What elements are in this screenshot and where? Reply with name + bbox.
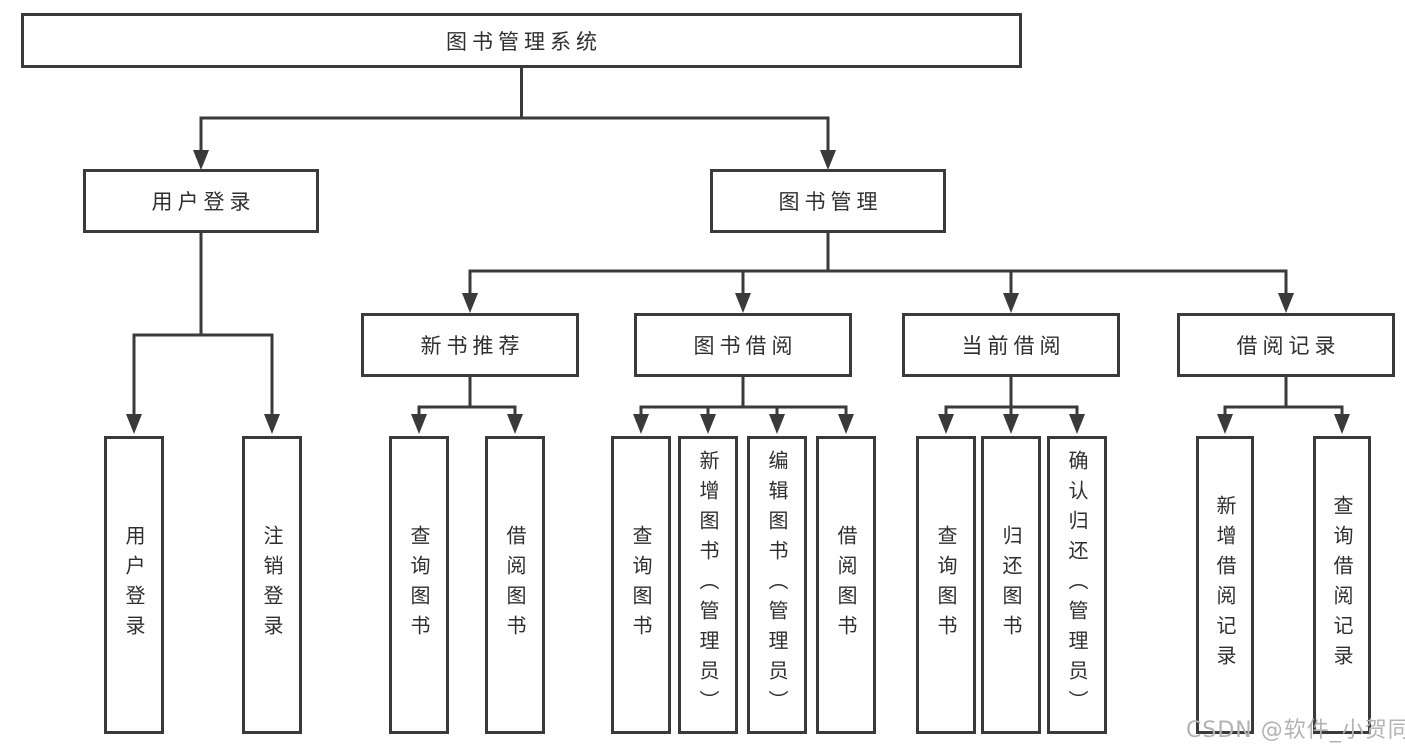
node-library-system: 图书管理系统 bbox=[21, 13, 1022, 68]
arrow-down-icon bbox=[1069, 414, 1085, 434]
leaf-borrow-books-recommend: 借阅图书 bbox=[485, 436, 545, 734]
node-book-management-label: 图书管理 bbox=[778, 190, 883, 214]
node-user-login-label: 用户登录 bbox=[151, 190, 256, 214]
arrow-down-icon bbox=[1003, 414, 1019, 434]
leaf-query-books-current: 查询图书 bbox=[916, 436, 976, 734]
arrow-down-icon bbox=[769, 414, 785, 434]
arrow-down-icon bbox=[938, 414, 954, 434]
node-borrowing-records: 借阅记录 bbox=[1177, 313, 1395, 377]
leaf-query-books-borrowing: 查询图书 bbox=[611, 436, 671, 734]
leaf-add-borrow-record-label: 新增借阅记录 bbox=[1213, 495, 1237, 675]
arrow-down-icon bbox=[735, 293, 751, 313]
node-book-borrowing: 图书借阅 bbox=[634, 313, 852, 377]
node-new-book-recommendation: 新书推荐 bbox=[361, 313, 579, 377]
leaf-add-books-admin: 新增图书（管理员） bbox=[678, 436, 738, 734]
node-book-borrowing-label: 图书借阅 bbox=[693, 334, 798, 358]
arrow-down-icon bbox=[462, 293, 478, 313]
node-current-borrowing: 当前借阅 bbox=[902, 313, 1120, 377]
leaf-return-books: 归还图书 bbox=[981, 436, 1041, 734]
leaf-logout-login-label: 注销登录 bbox=[260, 525, 284, 645]
node-current-borrowing-label: 当前借阅 bbox=[961, 334, 1066, 358]
leaf-return-books-label: 归还图书 bbox=[999, 525, 1023, 645]
leaf-add-books-admin-label: 新增图书（管理员） bbox=[696, 450, 720, 720]
arrow-down-icon bbox=[193, 150, 209, 170]
leaf-user-login: 用户登录 bbox=[104, 436, 164, 734]
leaf-query-books-recommend: 查询图书 bbox=[389, 436, 449, 734]
leaf-add-borrow-record: 新增借阅记录 bbox=[1196, 436, 1254, 734]
node-library-system-label: 图书管理系统 bbox=[446, 29, 602, 54]
arrow-down-icon bbox=[264, 414, 280, 434]
arrow-down-icon bbox=[700, 414, 716, 434]
leaf-query-books-recommend-label: 查询图书 bbox=[407, 525, 431, 645]
leaf-borrow-books-borrowing-label: 借阅图书 bbox=[834, 525, 858, 645]
node-new-book-recommendation-label: 新书推荐 bbox=[420, 334, 525, 358]
arrow-down-icon bbox=[1334, 414, 1350, 434]
node-user-login: 用户登录 bbox=[83, 169, 319, 233]
leaf-confirm-return-admin-label: 确认归还（管理员） bbox=[1065, 450, 1089, 720]
arrow-down-icon bbox=[411, 414, 427, 434]
leaf-query-borrow-record-label: 查询借阅记录 bbox=[1330, 495, 1354, 675]
arrowheads bbox=[126, 150, 1350, 434]
leaf-logout-login: 注销登录 bbox=[242, 436, 302, 734]
leaf-borrow-books-borrowing: 借阅图书 bbox=[816, 436, 876, 734]
arrow-down-icon bbox=[1003, 293, 1019, 313]
arrow-down-icon bbox=[126, 414, 142, 434]
watermark-text: CSDN @软件_小贺同学 bbox=[1186, 718, 1405, 743]
leaf-query-books-current-label: 查询图书 bbox=[934, 525, 958, 645]
node-book-management: 图书管理 bbox=[710, 169, 946, 233]
arrow-down-icon bbox=[633, 414, 649, 434]
node-borrowing-records-label: 借阅记录 bbox=[1236, 334, 1341, 358]
leaf-confirm-return-admin: 确认归还（管理员） bbox=[1047, 436, 1107, 734]
leaf-query-books-borrowing-label: 查询图书 bbox=[629, 525, 653, 645]
leaf-user-login-label: 用户登录 bbox=[122, 525, 146, 645]
arrow-down-icon bbox=[820, 150, 836, 170]
arrow-down-icon bbox=[838, 414, 854, 434]
leaf-edit-books-admin: 编辑图书（管理员） bbox=[747, 436, 807, 734]
leaf-query-borrow-record: 查询借阅记录 bbox=[1313, 436, 1371, 734]
connector-paths bbox=[132, 68, 1344, 416]
leaf-borrow-books-recommend-label: 借阅图书 bbox=[503, 525, 527, 645]
leaf-edit-books-admin-label: 编辑图书（管理员） bbox=[765, 450, 789, 720]
arrow-down-icon bbox=[1217, 414, 1233, 434]
arrow-down-icon bbox=[1278, 293, 1294, 313]
arrow-down-icon bbox=[507, 414, 523, 434]
